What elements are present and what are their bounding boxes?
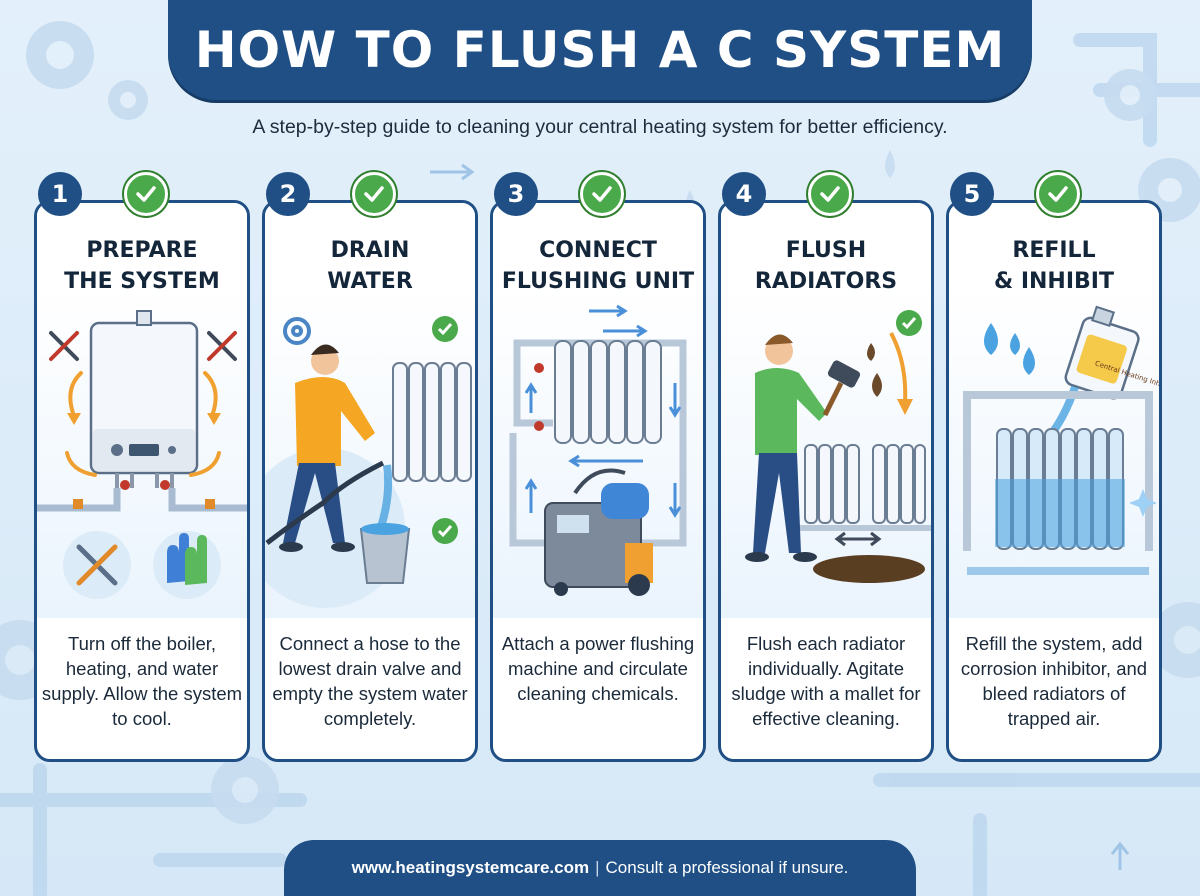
boiler-icon (89, 310, 199, 490)
person-icon (745, 334, 827, 562)
step-5-number-badge: 5 (950, 172, 994, 216)
step-4-description: Flush each radiator individually. Agitat… (731, 633, 921, 729)
check-icon (1036, 172, 1080, 216)
step-3-title: CONNECT FLUSHING UNIT (501, 238, 695, 294)
radiator-icon (554, 340, 662, 444)
check-icon (580, 172, 624, 216)
step-5-illustration: Central Heating Inhibitor (963, 305, 1159, 575)
check-icon (124, 172, 168, 216)
gear-icon (283, 317, 311, 345)
step-3-number-badge: 3 (494, 172, 538, 216)
step-4-card: FLUSH RADIATORS (718, 200, 934, 762)
step-5-description: Refill the system, add corrosion inhibit… (960, 633, 1148, 729)
title-banner: HOW TO FLUSH A C SYSTEM (168, 0, 1032, 100)
footer-note: Consult a professional if unsure. (605, 858, 849, 877)
check-icon (808, 172, 852, 216)
flushing-machine-icon (544, 468, 653, 596)
inhibitor-bottle-icon (1064, 305, 1140, 400)
gloves-icon (167, 533, 207, 585)
check-icon (352, 172, 396, 216)
step-1-number-badge: 1 (38, 172, 82, 216)
radiator-icon (392, 362, 472, 482)
page-title: HOW TO FLUSH A C SYSTEM (194, 21, 1006, 79)
step-3-description: Attach a power flushing machine and circ… (501, 633, 695, 704)
step-5-card: REFILL & INHIBIT Central Heating Inhibit… (946, 200, 1162, 762)
step-5-title: REFILL & INHIBIT (993, 238, 1114, 294)
step-3-illustration (509, 304, 687, 596)
step-2-number-badge: 2 (266, 172, 310, 216)
step-1-description: Turn off the boiler, heating, and water … (41, 633, 243, 729)
step-2-illustration (265, 316, 472, 608)
step-2-title: DRAIN WATER (327, 238, 413, 294)
footer-url-link[interactable]: www.heatingsystemcare.com (351, 858, 590, 877)
bucket-icon (359, 523, 411, 584)
step-1-card: PREPARE THE SYSTEM (34, 200, 250, 762)
step-4-illustration (745, 310, 931, 583)
step-4-title: FLUSH RADIATORS (754, 238, 898, 294)
person-icon (279, 344, 375, 552)
page-subtitle: A step-by-step guide to cleaning your ce… (252, 116, 948, 138)
tools-icon (49, 331, 237, 361)
step-3-card: CONNECT FLUSHING UNIT (490, 200, 706, 762)
step-4-number-badge: 4 (722, 172, 766, 216)
tools-icon (76, 544, 118, 586)
step-1-illustration (37, 310, 247, 599)
footer-bar: www.heatingsystemcare.com | Consult a pr… (284, 840, 916, 896)
step-2-description: Connect a hose to the lowest drain valve… (272, 633, 468, 729)
footer-separator: | (595, 858, 600, 877)
mallet-icon (822, 360, 861, 417)
step-1-title: PREPARE THE SYSTEM (64, 238, 220, 294)
step-2-card: DRAIN WATER (262, 200, 478, 762)
radiator-icon (804, 444, 926, 524)
water-drop-icon (984, 323, 1035, 375)
